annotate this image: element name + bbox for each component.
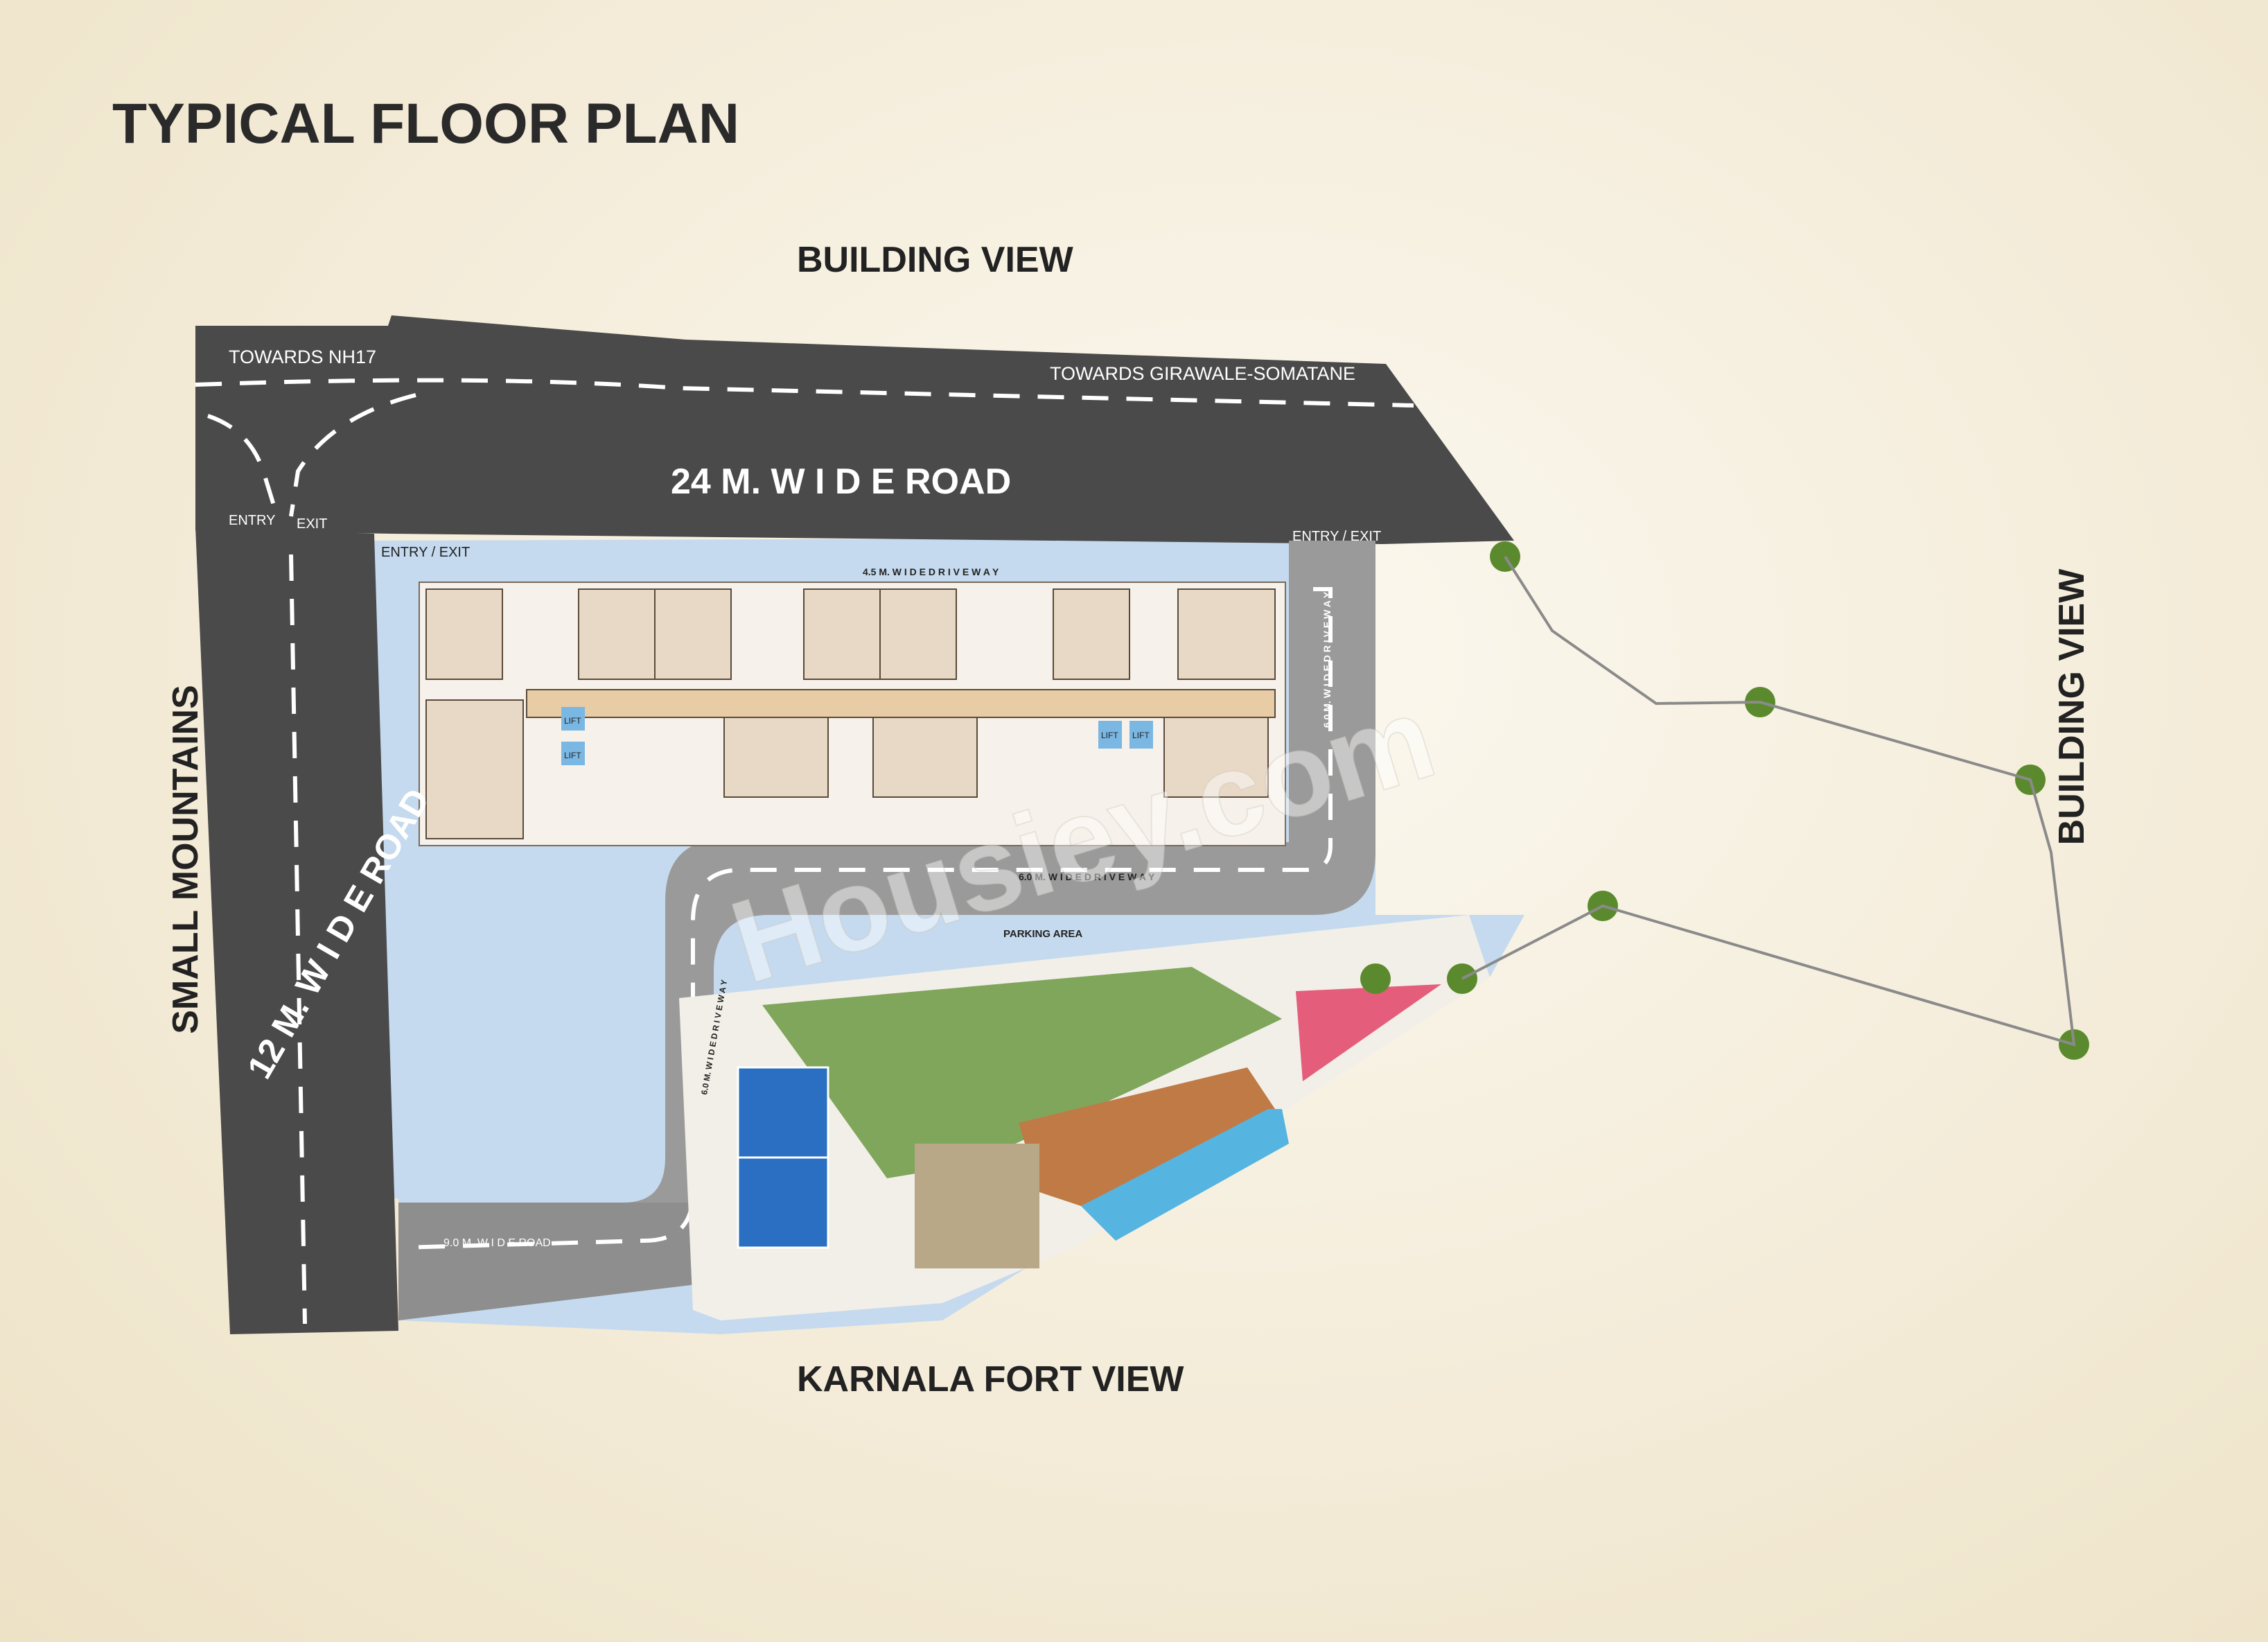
karnala-fort-view-label: KARNALA FORT VIEW bbox=[797, 1359, 1184, 1399]
bottom-road bbox=[398, 1203, 714, 1320]
main-road-label: 24 M. W I D E ROAD bbox=[671, 462, 1011, 502]
pool-deck bbox=[1019, 1067, 1275, 1206]
parking-area-label: PARKING AREA bbox=[1003, 928, 1082, 940]
site-boundary bbox=[1461, 555, 2076, 1047]
driveway-top-label: 4.5 M. W I D E D R I V E W A Y bbox=[863, 566, 999, 577]
lift-label-1: LIFT bbox=[564, 716, 581, 726]
lift-label-2: LIFT bbox=[564, 751, 581, 760]
lifts: LIFT LIFT LIFT LIFT bbox=[561, 707, 1153, 765]
swimming-pool bbox=[1081, 1109, 1289, 1241]
exit-label: EXIT bbox=[297, 516, 327, 532]
floor-plan-units bbox=[425, 588, 1276, 839]
lawn bbox=[762, 967, 1282, 1178]
lift-label-4: LIFT bbox=[1132, 731, 1150, 740]
driveway-right-label: 6.0 M. W I D E D R I V E W A Y bbox=[1321, 591, 1333, 728]
road-markings bbox=[195, 378, 1414, 1325]
bottom-road-label: 9.0 M. W I D E ROAD bbox=[443, 1237, 551, 1249]
main-road bbox=[195, 315, 1514, 544]
towards-girawale-label: TOWARDS GIRAWALE-SOMATANE bbox=[1050, 363, 1355, 384]
clubhouse bbox=[915, 1144, 1039, 1268]
building-view-top-label: BUILDING VIEW bbox=[797, 240, 1073, 280]
entry-exit-left-label: ENTRY / EXIT bbox=[381, 545, 470, 560]
page-title: TYPICAL FLOOR PLAN bbox=[112, 92, 740, 155]
kids-play-area bbox=[1296, 984, 1441, 1081]
lift-label-3: LIFT bbox=[1101, 731, 1118, 740]
towards-nh17-label: TOWARDS NH17 bbox=[229, 347, 376, 367]
trees bbox=[1360, 541, 2089, 1060]
driveway-bottom-label: 6.0 M. W I D E D R I V E W A Y bbox=[1019, 871, 1155, 882]
entry-label: ENTRY bbox=[229, 513, 275, 528]
entry-exit-right-label: ENTRY / EXIT bbox=[1292, 529, 1381, 544]
